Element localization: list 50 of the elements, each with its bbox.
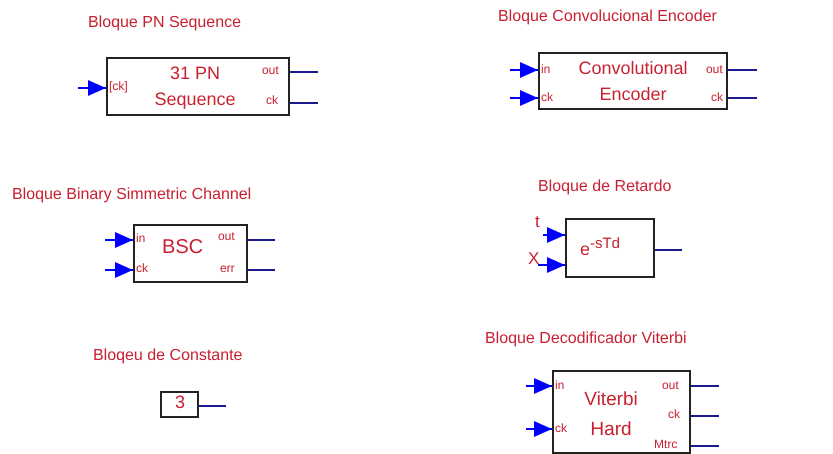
input-arrow [526, 378, 552, 394]
pin-label: in [136, 232, 146, 246]
pin-label: [ck] [109, 80, 128, 94]
pin-label: in [541, 63, 550, 76]
pin-label: ck [668, 408, 680, 422]
output-pin-line [691, 385, 719, 387]
input-arrow [543, 227, 565, 243]
pin-label: out [662, 379, 679, 392]
block-title: Bloque de Retardo [538, 178, 672, 196]
pin-label: ck [266, 94, 278, 108]
block-function-label: 31 PN Sequence [153, 62, 237, 111]
pin-label: out [218, 230, 235, 244]
block-function-label: Viterbi Hard [583, 388, 639, 442]
pin-label: in [555, 379, 564, 392]
block-title: Bloque Convolucional Encoder [498, 8, 717, 26]
output-pin-line [655, 249, 682, 251]
pin-label: ck [136, 262, 148, 276]
input-arrow [526, 421, 552, 437]
block-function-label: 3 [175, 393, 186, 413]
pin-label: err [220, 262, 235, 276]
block-title: Bloque Binary Simmetric Channel [12, 186, 252, 204]
edge-label: t [535, 213, 540, 230]
output-pin-line [691, 415, 719, 417]
input-arrow [510, 62, 538, 78]
input-arrow [105, 262, 133, 278]
input-arrow [78, 80, 106, 96]
block-function-label: e$^{-sTd}$ [580, 236, 620, 260]
input-arrow [510, 90, 538, 106]
pin-label: out [706, 63, 723, 76]
block-title: Bloqeu de Constante [93, 347, 242, 365]
edge-label: X [528, 250, 540, 267]
output-pin-line [290, 71, 318, 73]
block-title: Bloque Decodificador Viterbi [485, 330, 687, 348]
output-pin-line [199, 405, 226, 407]
output-pin-line [728, 69, 757, 71]
pin-label: ck [711, 91, 723, 104]
output-pin-line [248, 239, 275, 241]
output-pin-line [290, 102, 318, 104]
input-arrow [105, 232, 133, 248]
pin-label: ck [555, 422, 567, 436]
input-arrow [538, 257, 565, 273]
block-function-label: Convolutional Encoder [577, 57, 689, 106]
output-pin-line [728, 97, 757, 99]
output-pin-line [691, 445, 719, 447]
pin-label: ck [541, 91, 553, 104]
output-pin-line [248, 269, 275, 271]
block-title: Bloque PN Sequence [88, 14, 241, 32]
block-function-label: BSC [162, 236, 204, 258]
pin-label: out [262, 64, 279, 78]
pin-label: Mtrc [654, 438, 678, 452]
